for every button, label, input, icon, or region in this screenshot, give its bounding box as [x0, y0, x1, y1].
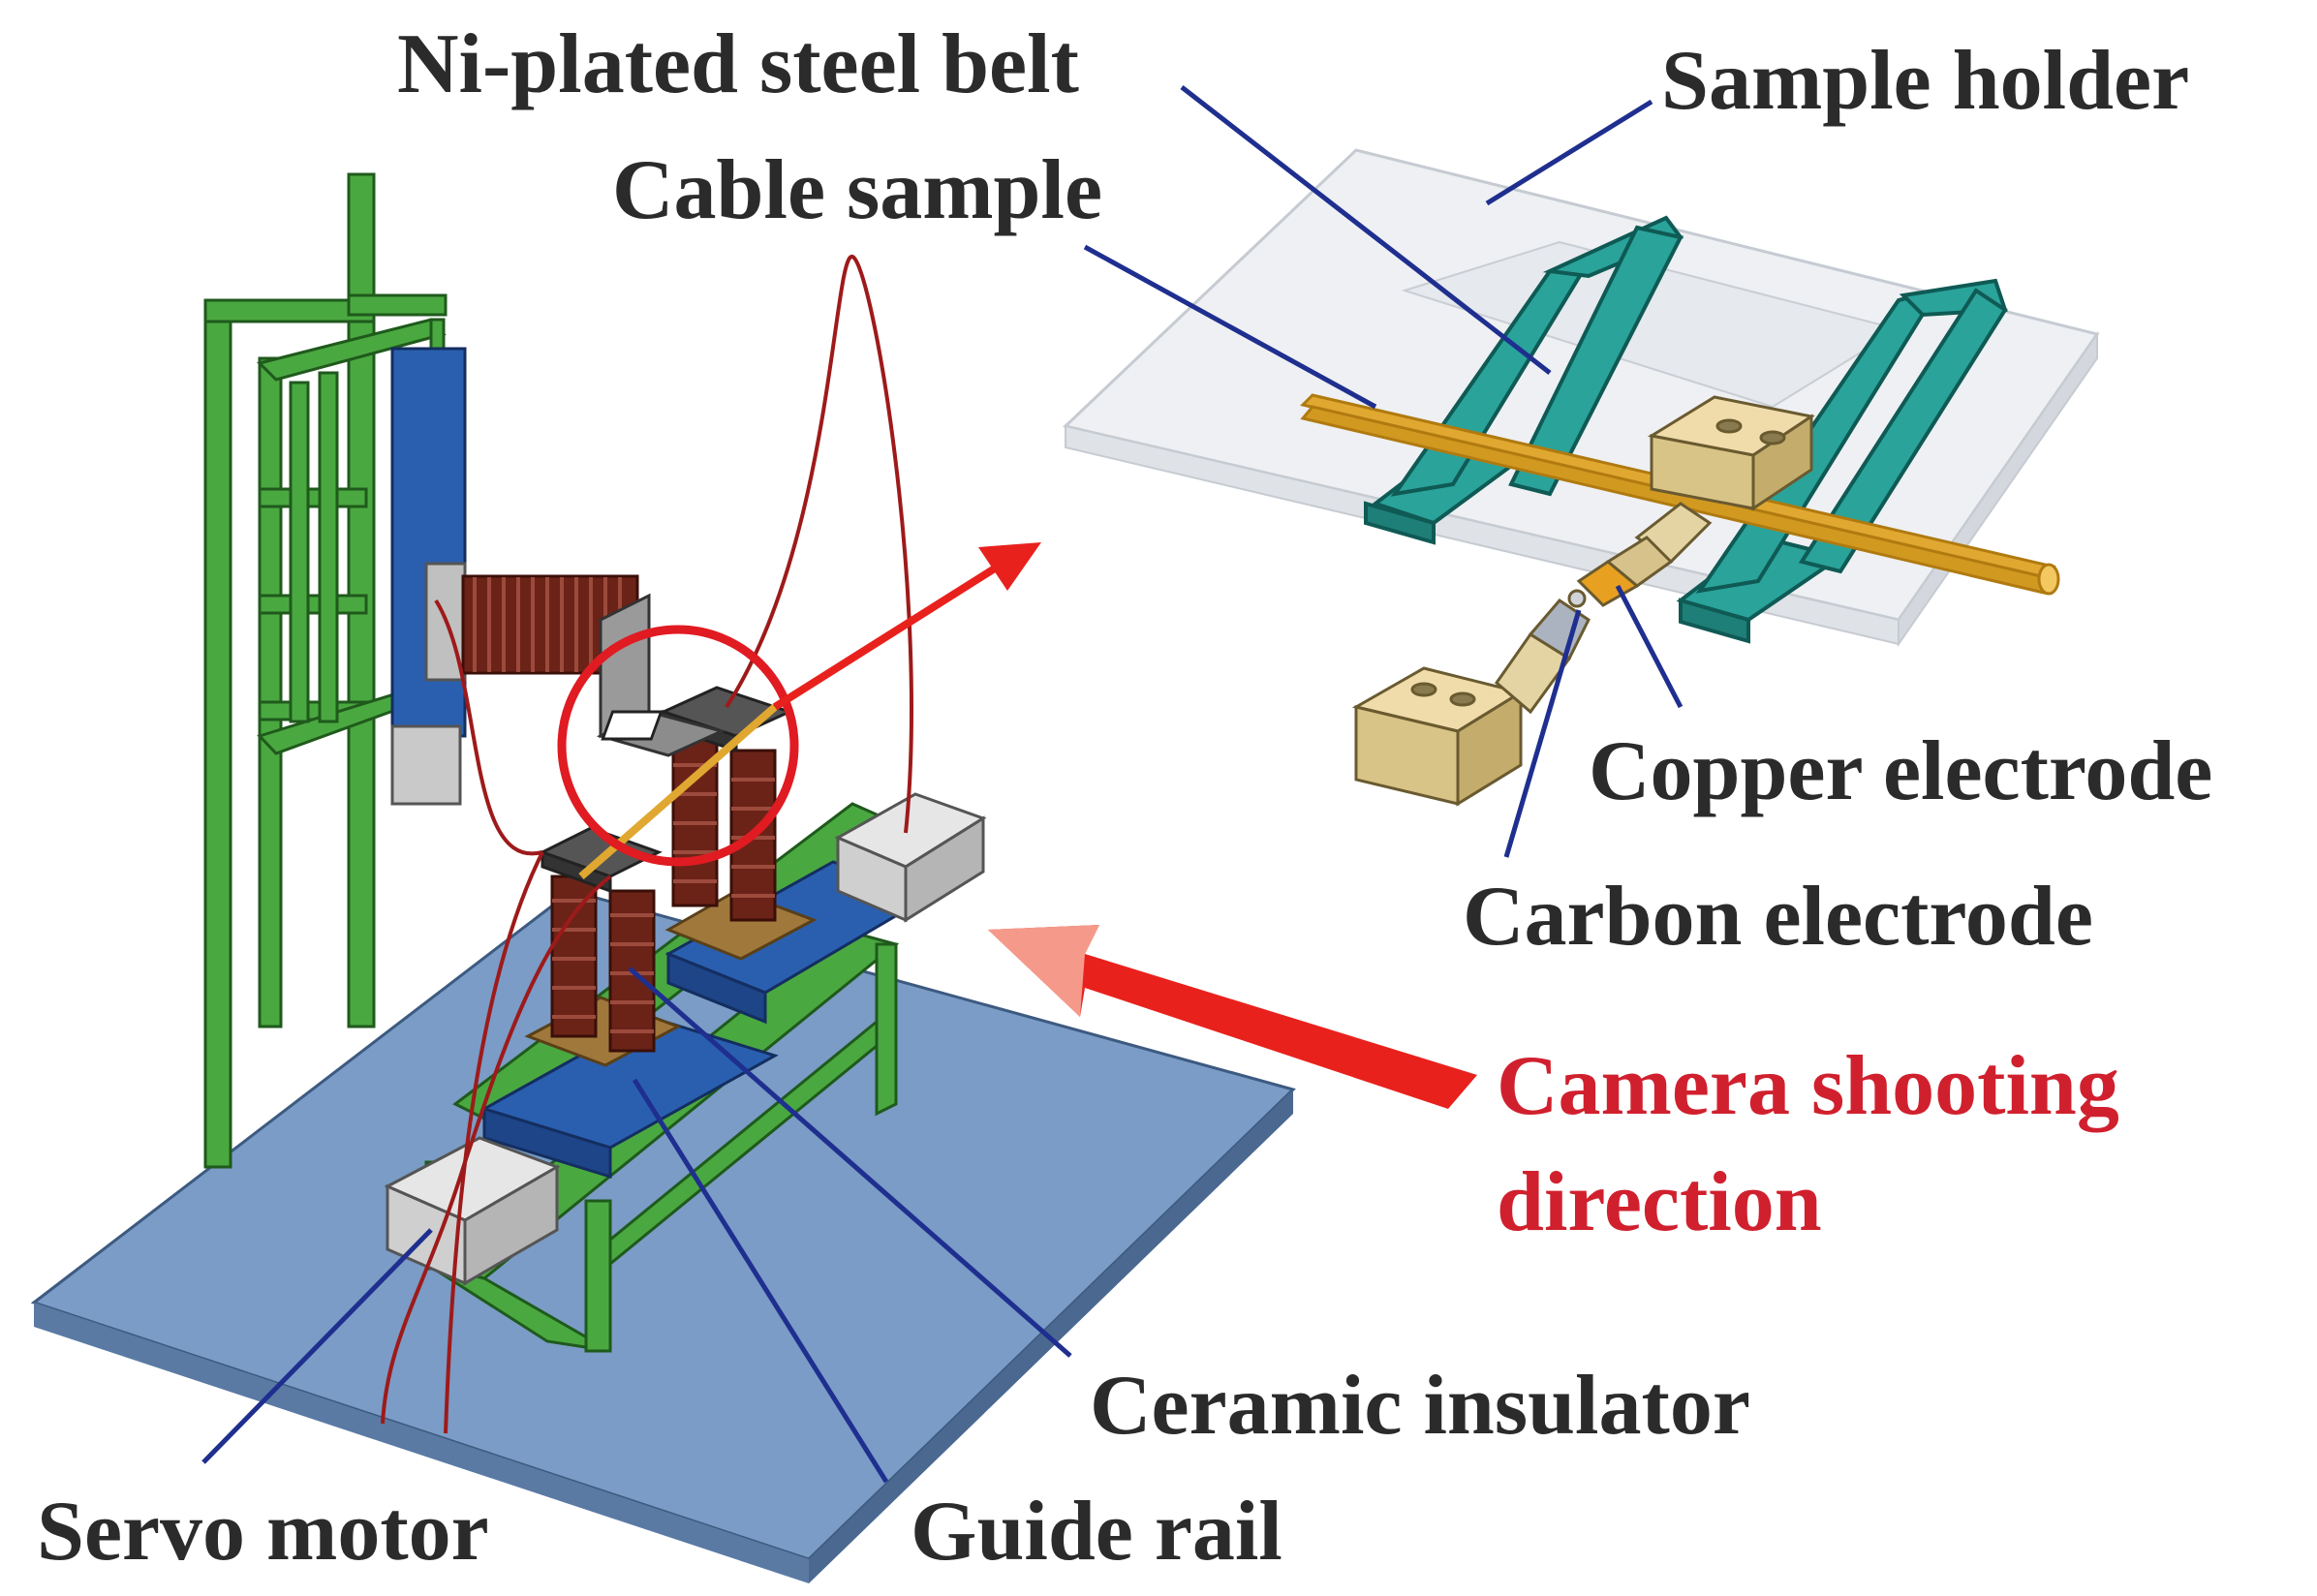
highlight-circle — [557, 625, 799, 867]
label-cable: Cable sample — [612, 143, 1102, 237]
ceramic-insulators — [550, 734, 777, 1053]
leader-lines — [201, 85, 1684, 1484]
label-belt: Ni-plated steel belt — [397, 17, 1079, 111]
servo-motors — [384, 792, 987, 1286]
label-copper: Copper electrode — [1589, 724, 2212, 818]
carbon-electrode-holder — [1351, 589, 1591, 807]
label-rail: Guide rail — [911, 1485, 1282, 1579]
label-camera-line2: direction — [1497, 1155, 1822, 1249]
arm-sample-holder — [596, 593, 726, 757]
label-holder: Sample holder — [1661, 34, 2189, 128]
label-carbon: Carbon electrode — [1463, 870, 2093, 964]
label-servo: Servo motor — [37, 1485, 489, 1579]
zoom-arrow — [772, 542, 1041, 711]
label-camera-line1: Camera shooting — [1497, 1039, 2119, 1133]
red-wires — [381, 255, 913, 1434]
cable-between-clamps — [578, 703, 778, 880]
camera-direction-arrow — [988, 925, 1477, 1109]
tower-frame — [203, 172, 448, 1169]
copper-electrode-holder — [1576, 395, 1815, 607]
label-ceramic: Ceramic insulator — [1090, 1359, 1750, 1453]
